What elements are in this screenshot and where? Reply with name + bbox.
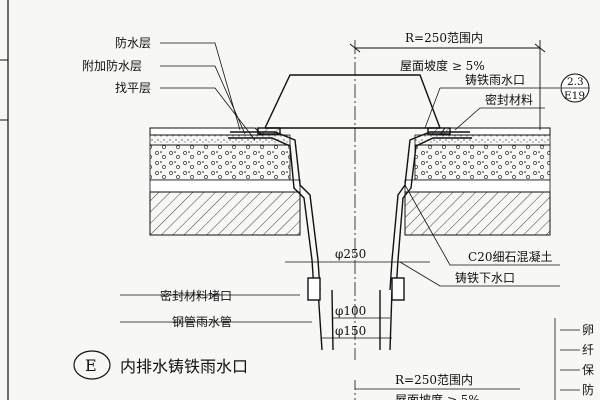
left-leaders	[120, 42, 312, 323]
roof-layers-left	[149, 127, 301, 236]
right-partial-label-3: 保	[582, 363, 594, 377]
detail-title: 内排水铸铁雨水口	[120, 357, 248, 376]
slope-label: 屋面坡度 ≥ 5%	[400, 58, 485, 73]
right-partial-labels	[554, 318, 580, 400]
reference-bubble: 2.3 E19	[560, 73, 590, 103]
bottom-slope-label: 屋面坡度 ≥ 5%	[395, 392, 480, 400]
range-label: R=250范围内	[405, 31, 483, 45]
cast-iron-outlet-label: 铸铁雨水口	[465, 72, 525, 87]
right-partial-label-4: 防	[582, 382, 594, 397]
sealant-plug-label: 密封材料堵口	[160, 288, 232, 303]
outlet-leader	[424, 87, 560, 131]
diameter-100: φ100	[335, 304, 366, 318]
c20-concrete-label: C20细石混凝土	[468, 249, 552, 264]
diameter-250: φ250	[335, 247, 366, 261]
leveling-layer-label: 找平层	[115, 81, 151, 95]
sheet-border	[0, 0, 9, 400]
bottom-partial-detail	[354, 380, 520, 400]
additional-waterproof-layer-label: 附加防水层	[82, 58, 142, 73]
reference-sheet: 2.3	[567, 76, 584, 88]
roof-layers-right	[404, 127, 551, 236]
right-partial-label-2: 纤	[582, 343, 594, 357]
bottom-range-label: R=250范围内	[395, 373, 473, 387]
right-leaders	[399, 184, 560, 287]
diameter-dimensions	[285, 261, 430, 339]
radius-dimension	[349, 40, 546, 130]
steel-pipe-label: 钢管雨水管	[172, 314, 232, 329]
waterproof-layer-label: 防水层	[115, 35, 151, 50]
right-partial-label-1: 卵	[582, 323, 594, 337]
detail-title-block: E 内排水铸铁雨水口	[73, 350, 248, 380]
diameter-150: φ150	[335, 324, 366, 338]
center-lines	[230, 40, 470, 360]
sealant-label: 密封材料	[485, 92, 533, 107]
cast-iron-downpipe-label: 铸铁下水口	[455, 270, 515, 285]
reference-detail: E19	[564, 90, 585, 102]
detail-letter: E	[85, 356, 97, 375]
